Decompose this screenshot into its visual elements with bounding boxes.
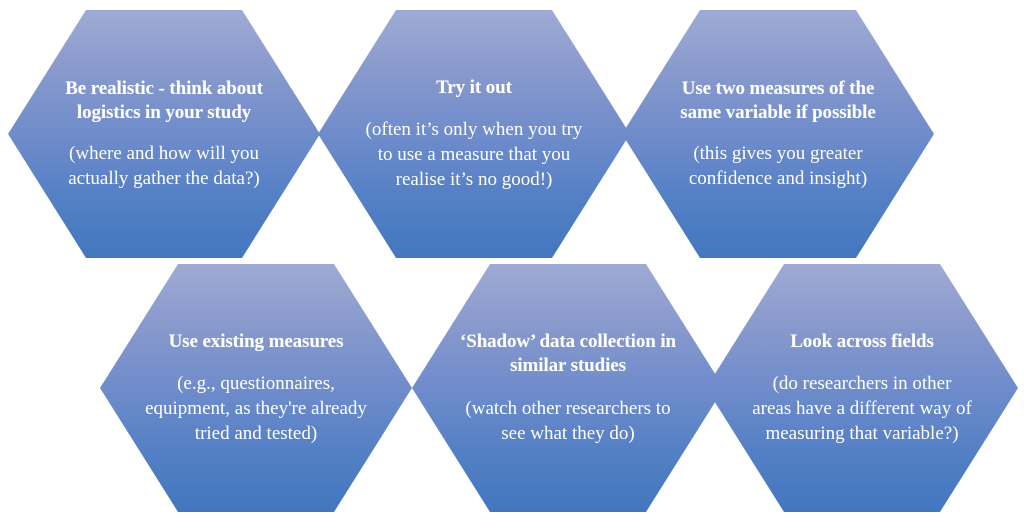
hexagon-title: ‘Shadow’ data collection in similar stud…	[460, 330, 676, 376]
hexagon-body: (watch other researchers to see what the…	[465, 398, 671, 445]
hexagon-body: (do researchers in other areas have a di…	[752, 372, 972, 444]
hexagon-body: (e.g., questionnaires, equipment, as the…	[145, 372, 367, 444]
hexagon-cell-be-realistic[interactable]: Be realistic - think about logistics in …	[8, 10, 320, 258]
hexagon-title: Try it out	[436, 77, 512, 99]
hexagon-body: (often it’s only when you try to use a m…	[365, 118, 583, 190]
hexagon-title: Use two measures of the same variable if…	[680, 77, 876, 123]
hexagon-cell-use-existing-measures[interactable]: Use existing measures (e.g., questionnai…	[100, 264, 412, 512]
hexagon-body: (where and how will you actually gather …	[68, 143, 260, 190]
hexagon-cell-shadow-data-collection[interactable]: ‘Shadow’ data collection in similar stud…	[412, 264, 724, 512]
hexagon-title: Look across fields	[790, 331, 934, 353]
hexagon-title: Use existing measures	[168, 331, 344, 353]
hexagon-body: (this gives you greater confidence and i…	[688, 143, 868, 190]
hexagon-cell-look-across-fields[interactable]: Look across fields (do researchers in ot…	[706, 264, 1018, 512]
hexagon-title: Be realistic - think about logistics in …	[65, 77, 263, 123]
hexagon-cell-try-it-out[interactable]: Try it out (often it’s only when you try…	[318, 10, 630, 258]
hexagon-cell-two-measures[interactable]: Use two measures of the same variable if…	[622, 10, 934, 258]
